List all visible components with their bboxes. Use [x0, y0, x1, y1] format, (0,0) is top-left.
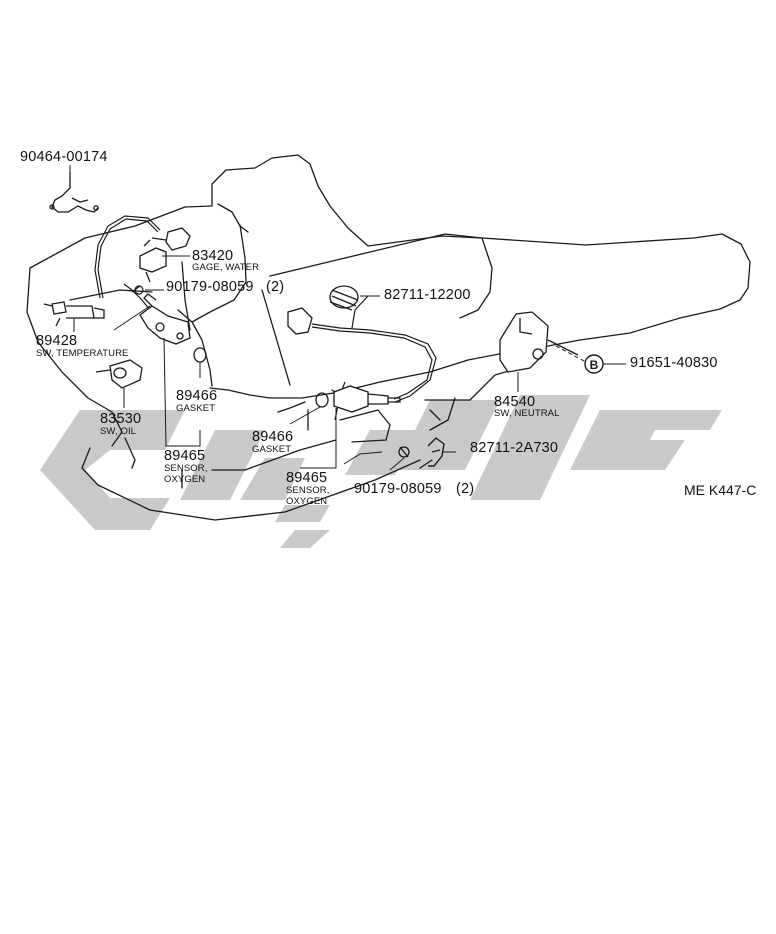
temperature-switch-89428 — [43, 301, 105, 327]
part-number-89465-left: 89465 — [164, 448, 206, 464]
neutral-switch-84540 — [499, 311, 579, 373]
diagram-reference-code: ME K447-C — [684, 482, 757, 498]
part-name-sensor-center-line2: OXYGEN — [286, 496, 328, 507]
part-name-sensor-left-line1: SENSOR, — [164, 463, 208, 474]
transmission-outline — [26, 154, 751, 521]
part-number-89466-left: 89466 — [176, 388, 218, 404]
part-qty-90179-upper: (2) — [266, 279, 285, 295]
water-gage-83420 — [139, 227, 191, 283]
part-name-sw-neutral: SW, NEUTRAL — [494, 408, 560, 419]
bolt-callout-B: B — [584, 354, 604, 374]
watermark-logo — [40, 395, 722, 548]
part-number-89465-center: 89465 — [286, 470, 328, 486]
part-number-84540: 84540 — [494, 394, 536, 410]
gasket-left-89466 — [193, 347, 207, 363]
nut-90179-upper — [131, 285, 144, 295]
part-name-sensor-center-line1: SENSOR, — [286, 485, 330, 496]
oxygen-sensor-left-89465 — [139, 293, 191, 345]
leader-lines — [69, 165, 626, 471]
wiring-harness — [94, 215, 437, 421]
part-number-83530: 83530 — [100, 411, 142, 427]
clamp-82711-2A730 — [427, 437, 445, 467]
part-number-90179-lower: 90179-08059 — [354, 481, 442, 497]
part-qty-90179-lower: (2) — [456, 481, 475, 497]
oil-switch-83530 — [95, 359, 143, 389]
part-number-89466-center: 89466 — [252, 429, 294, 445]
part-number-90464-00174: 90464-00174 — [20, 149, 108, 165]
part-number-82711-12200: 82711-12200 — [384, 287, 471, 303]
part-name-sensor-left-line2: OXYGEN — [164, 474, 206, 485]
clamp-82711-12200 — [329, 285, 359, 311]
part-name-sw-oil: SW, OIL — [100, 426, 137, 437]
part-name-gage-water: GAGE, WATER — [192, 262, 260, 273]
wire-clip-90464 — [49, 172, 99, 213]
part-number-90179-upper: 90179-08059 — [166, 279, 254, 295]
part-name-sw-temperature: SW, TEMPERATURE — [36, 348, 129, 359]
part-name-gasket-center: GASKET — [252, 444, 292, 455]
oxygen-sensor-center-89465 — [333, 385, 401, 413]
gasket-center-89466 — [315, 392, 329, 408]
part-number-89428: 89428 — [36, 333, 78, 349]
part-number-83420: 83420 — [192, 248, 234, 264]
part-number-91651-40830: 91651-40830 — [630, 355, 718, 371]
sensor-connector-upper — [287, 307, 313, 335]
callout-B-letter: B — [590, 358, 599, 372]
nut-90179-lower — [398, 446, 410, 458]
part-number-82711-2A730: 82711-2A730 — [470, 440, 559, 456]
part-name-gasket-left: GASKET — [176, 403, 216, 414]
